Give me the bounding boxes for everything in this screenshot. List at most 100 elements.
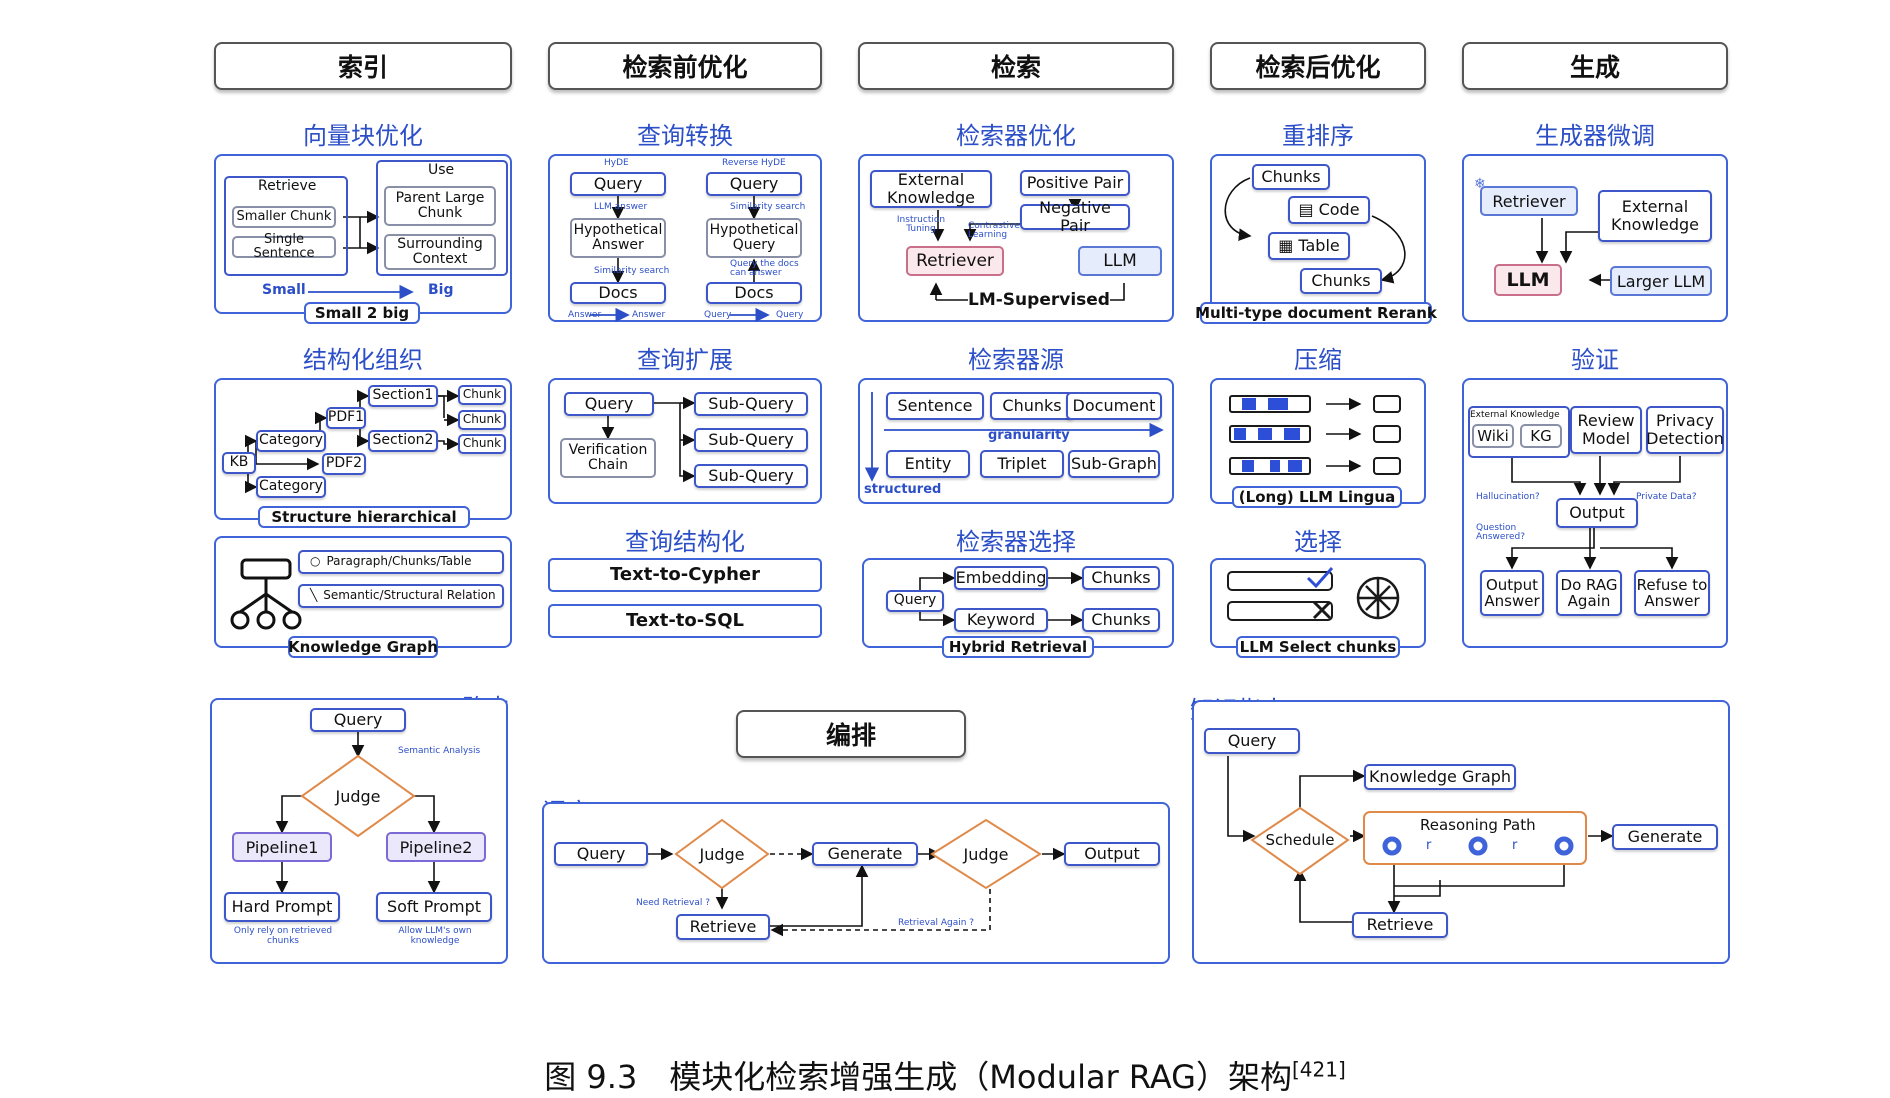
sch-again: Retrieval Again ? <box>898 918 975 928</box>
section-retriever-opt: 检索器优化 <box>956 122 1076 150</box>
rt-hard-note: Only rely on retrieved chunks <box>233 926 333 946</box>
hyde-hyp-query: Hypothetical Query <box>706 218 802 258</box>
src-chunks: Chunks <box>990 392 1074 420</box>
rt-judge: Judge <box>335 786 381 806</box>
figure-caption: 图 9.3 模块化检索增强生成（Modular RAG）架构[421] <box>0 1052 1890 1098</box>
s2b-caption: Small 2 big <box>304 302 420 324</box>
kg-item-1-label: Paragraph/Chunks/Table <box>326 554 472 569</box>
ro-retriever: Retriever <box>906 246 1004 276</box>
hier-category-2: Category <box>256 476 326 498</box>
kg-caption: Knowledge Graph <box>288 636 438 658</box>
sch-judge-1: Judge <box>699 844 745 864</box>
sch-judge-2: Judge <box>963 844 1009 864</box>
src-subgraph: Sub-Graph <box>1068 450 1160 478</box>
ver-answered: Question Answered? <box>1476 523 1525 542</box>
s2b-big: Big <box>428 282 454 298</box>
rt-soft: Soft Prompt <box>376 892 492 922</box>
s2b-smaller-chunk: Smaller Chunk <box>232 206 336 228</box>
kgd-r-2: r <box>1512 838 1518 853</box>
hyde-hyp-answer: Hypothetical Answer <box>570 218 666 258</box>
ft-llm: LLM <box>1494 264 1562 296</box>
kgd-kg: Knowledge Graph <box>1364 764 1516 790</box>
rt-pipeline1: Pipeline1 <box>232 832 332 862</box>
hier-pdf2: PDF2 <box>322 453 366 475</box>
kgd-retrieve: Retrieve <box>1352 912 1448 938</box>
code-file-icon: ▤ <box>1298 200 1314 220</box>
qs-sql: Text-to-SQL <box>548 604 822 638</box>
section-select: 选择 <box>1294 528 1342 556</box>
rt-pipeline2: Pipeline2 <box>386 832 486 862</box>
s2b-single-sentence: Single Sentence <box>232 232 336 261</box>
ro-llm: LLM <box>1078 246 1162 276</box>
hyde-query-left: Query <box>570 172 666 196</box>
rt-query: Query <box>310 708 406 732</box>
panel-select <box>1210 558 1426 648</box>
ver-refuse: Refuse to Answer <box>1634 570 1710 616</box>
rt-soft-note: Allow LLM's own knowledge <box>398 926 472 946</box>
ro-instruction: Instruction Tuning <box>896 215 946 234</box>
header-retrieval: 检索 <box>858 42 1174 90</box>
exp-query: Query <box>564 392 654 416</box>
hyde-query-small-left: Query <box>704 310 732 320</box>
hier-pdf1: PDF1 <box>326 407 366 429</box>
rr-caption: Multi-type document Rerank <box>1195 302 1437 324</box>
hyde-answer-left: Answer <box>568 310 602 320</box>
hier-chunk-3: Chunk <box>458 434 506 454</box>
s2b-parent-chunk: Parent Large Chunk <box>384 186 496 226</box>
ver-privacy: Privacy Detection <box>1646 406 1724 454</box>
kgd-schedule: Schedule <box>1265 831 1335 849</box>
kg-circle-icon: ○ <box>310 554 321 569</box>
hier-kb: KB <box>222 452 256 474</box>
section-query-transform: 查询转换 <box>637 122 733 150</box>
sch-output: Output <box>1064 842 1160 866</box>
kgd-r-1: r <box>1426 838 1432 853</box>
snowflake-icon: ❄ <box>1474 176 1486 192</box>
header-orchestration: 编排 <box>736 710 966 758</box>
ver-output-answer: Output Answer <box>1480 570 1544 616</box>
hyb-query: Query <box>886 590 944 612</box>
ver-ext-box <box>1468 406 1570 458</box>
src-granularity: granularity <box>988 428 1070 443</box>
figure-caption-text: 图 9.3 模块化检索增强生成（Modular RAG）架构 <box>544 1058 1292 1096</box>
hier-section2: Section2 <box>368 430 438 452</box>
sch-retrieve: Retrieve <box>676 914 770 940</box>
sch-generate: Generate <box>812 842 918 866</box>
ro-negative: Negative Pair <box>1020 199 1130 234</box>
section-retriever-select: 检索器选择 <box>956 528 1076 556</box>
src-sentence: Sentence <box>886 392 984 420</box>
ver-output: Output <box>1556 498 1638 528</box>
rr-code-label: Code <box>1318 200 1360 220</box>
compress-caption: (Long) LLM Lingua <box>1232 486 1402 508</box>
src-structured: structured <box>864 482 942 497</box>
s2b-retrieve-box <box>224 176 348 276</box>
hier-section1: Section1 <box>368 385 438 407</box>
hyb-keyword: Keyword <box>954 608 1048 632</box>
kg-item-1: ○ Paragraph/Chunks/Table <box>298 550 504 574</box>
header-index: 索引 <box>214 42 512 90</box>
hyde-similarity-right: Similarity search <box>730 202 806 212</box>
rr-chunks-2: Chunks <box>1300 268 1382 294</box>
ro-external: External Knowledge <box>870 170 992 208</box>
section-verify: 验证 <box>1571 346 1619 374</box>
rt-hard: Hard Prompt <box>224 892 340 922</box>
exp-sub-query-3: Sub-Query <box>694 464 808 488</box>
ft-retriever: Retriever <box>1480 186 1578 216</box>
exp-sub-query-1: Sub-Query <box>694 392 808 416</box>
qs-cypher: Text-to-Cypher <box>548 558 822 592</box>
src-triplet: Triplet <box>980 450 1064 478</box>
ro-supervised: LM-Supervised <box>968 290 1110 310</box>
header-post-retrieval: 检索后优化 <box>1210 42 1426 90</box>
src-entity: Entity <box>886 450 970 478</box>
hyde-similarity-left: Similarity search <box>594 266 670 276</box>
kg-slash-icon: ╲ <box>310 588 318 603</box>
sch-query: Query <box>554 842 648 866</box>
ver-hallucination: Hallucination? <box>1476 492 1540 502</box>
hyde-docs-left: Docs <box>570 282 666 304</box>
s2b-retrieve: Retrieve <box>258 178 317 194</box>
panel-scheduling <box>542 802 1170 964</box>
hyde-answer-right: Answer <box>632 310 666 320</box>
hier-chunk-2: Chunk <box>458 410 506 430</box>
kgd-generate: Generate <box>1612 824 1718 850</box>
panel-routing <box>210 698 508 964</box>
